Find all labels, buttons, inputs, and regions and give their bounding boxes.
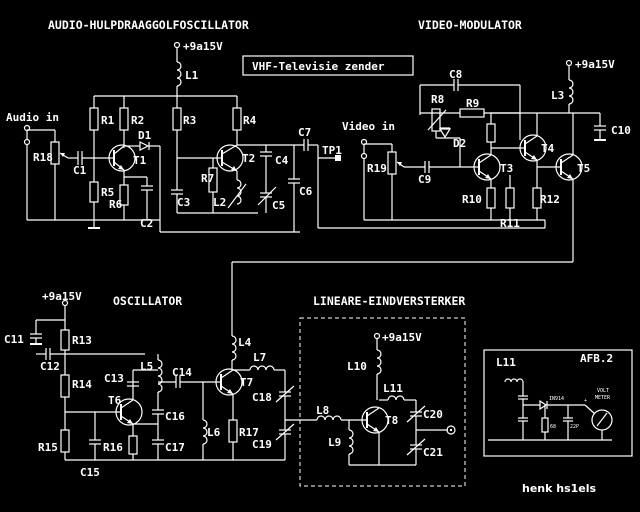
svg-text:R13: R13 [72,334,92,347]
svg-text:L5: L5 [140,360,153,373]
inset-meter-label-2: METER [595,395,611,401]
svg-text:R17: R17 [239,426,259,439]
svg-text:C15: C15 [80,466,100,479]
svg-text:L8: L8 [316,404,329,417]
title-audio: AUDIO-HULPDRAAGGOLFOSCILLATOR [48,18,249,32]
amplifier-section: +9a15V L10 L8 L9 T8 L11 C20 [299,317,466,487]
svg-text:R4: R4 [243,114,257,127]
audio-section: +9a15V L1 R1 R2 D1 R3 R4 Audio i [6,40,342,233]
credit-text: henk hs1els [522,482,597,495]
svg-text:C14: C14 [172,366,192,379]
oscillator-section: +9a15V R13 C11 C12 R14 R15 C15 [4,290,317,479]
inset-meter-label-1: VOLT [597,388,609,394]
svg-text:R1: R1 [101,114,115,127]
inset-cap-label: 22P [570,424,579,430]
svg-text:R7: R7 [201,172,214,185]
svg-text:C11: C11 [4,333,24,346]
svg-text:C9: C9 [418,173,431,186]
svg-text:R19: R19 [367,162,387,175]
svg-text:C18: C18 [252,391,272,404]
svg-text:C12: C12 [40,360,60,373]
title-video: VIDEO-MODULATOR [418,18,522,32]
inset-plus-label: + [584,398,587,404]
svg-text:C20: C20 [423,408,443,421]
banner-frame [242,55,414,76]
amplifier-frame [299,317,466,487]
svg-text:R9: R9 [466,97,479,110]
inset-coil-label: L11 [496,356,516,369]
tp1-label: TP1 [322,144,342,157]
svg-text:C8: C8 [449,68,462,81]
svg-text:C17: C17 [165,441,185,454]
title-oscillator: OSCILLATOR [113,294,182,308]
svg-text:R14: R14 [72,378,92,391]
title-amplifier: LINEARE-EINDVERSTERKER [313,294,465,308]
inset-diode-label: IN914 [549,396,564,402]
audio-in-label: Audio in [6,111,59,124]
inset-res-label: 68 [550,424,556,430]
svg-text:C3: C3 [177,196,190,209]
svg-text:D1: D1 [138,129,152,142]
svg-text:R12: R12 [540,193,560,206]
svg-text:T5: T5 [577,162,590,175]
svg-text:L11: L11 [383,382,403,395]
svg-text:C13: C13 [104,372,124,385]
svg-text:R5: R5 [101,186,114,199]
svg-text:C4: C4 [275,154,289,167]
svg-text:L2: L2 [213,196,226,209]
svg-text:L10: L10 [347,360,367,373]
svg-text:L3: L3 [551,89,564,102]
svg-text:C7: C7 [298,126,311,139]
svg-text:C2: C2 [140,217,153,230]
svg-text:L1: L1 [185,69,199,82]
supply-label-4: +9a15V [382,331,422,344]
svg-text:R6: R6 [109,198,123,211]
inset-title: AFB.2 [580,352,613,365]
svg-text:C21: C21 [423,446,443,459]
banner-text: VHF-Televisie zender [252,60,385,73]
svg-text:T4: T4 [541,142,555,155]
svg-text:L4: L4 [238,336,252,349]
svg-text:R8: R8 [431,93,444,106]
svg-text:C5: C5 [272,199,285,212]
svg-text:T7: T7 [240,376,253,389]
svg-text:T6: T6 [108,394,122,407]
svg-text:T2: T2 [242,152,255,165]
svg-text:C19: C19 [252,438,272,451]
inset-frame [483,349,633,457]
svg-text:L7: L7 [253,351,266,364]
supply-label-3: +9a15V [42,290,82,303]
svg-text:R18: R18 [33,151,53,164]
supply-label-2: +9a15V [575,58,615,71]
svg-text:C1: C1 [73,164,87,177]
inset-afb2: AFB.2 L11 IN914 68 22P VOLT METER + [483,349,633,457]
video-section: +9a15V L3 C10 C8 R9 R8 D2 [231,58,631,330]
svg-text:C16: C16 [165,410,185,423]
svg-text:R2: R2 [131,114,144,127]
svg-text:T1: T1 [133,154,147,167]
svg-text:R3: R3 [183,114,196,127]
svg-text:C6: C6 [299,185,313,198]
svg-text:R15: R15 [38,441,58,454]
video-in-label: Video in [342,120,395,133]
svg-text:R16: R16 [103,441,123,454]
supply-label-1: +9a15V [183,40,223,53]
svg-text:L9: L9 [328,436,341,449]
svg-text:L6: L6 [207,426,221,439]
svg-text:T3: T3 [500,162,513,175]
svg-text:T8: T8 [385,414,398,427]
svg-text:R10: R10 [462,193,482,206]
svg-text:C10: C10 [611,124,631,137]
